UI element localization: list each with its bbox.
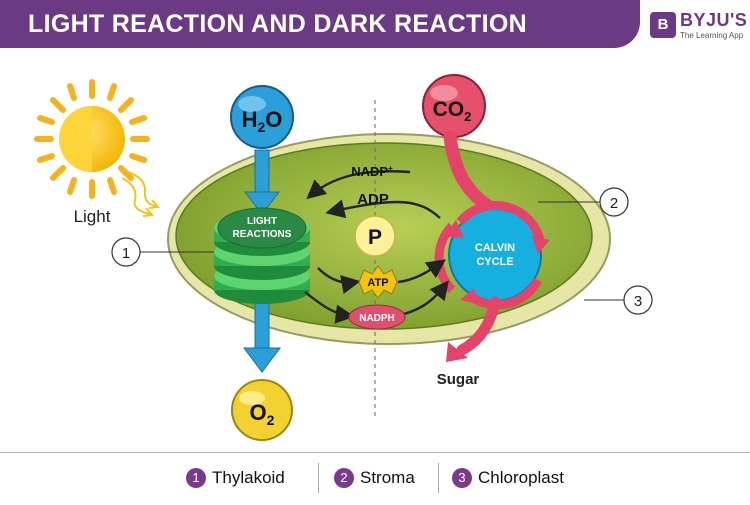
water-molecule [230,85,294,149]
light-rays-icon [121,171,160,217]
oxygen-arrow [254,299,270,351]
legend-label: Chloroplast [478,468,564,487]
oxygen-label: O2 [250,400,275,428]
calvin-cycle [434,130,550,362]
cycle-arrow-left-head [444,220,464,238]
nadp-label: NADP+ [351,164,393,179]
cycle-arrow-top [456,200,545,242]
water-highlight [238,96,266,112]
cycle-arrow-bottom [467,277,542,310]
sugar-label: Sugar [437,371,480,388]
legend-label: Stroma [360,468,415,487]
light-label: Light [74,207,111,226]
legend-num: 3 [452,468,472,488]
light-reactions-label-2: REACTIONS [233,229,292,240]
brand-logo: B BYJU'S The Learning App [650,10,748,46]
recycle-arrows [304,170,449,324]
page-title: LIGHT REACTION AND DARK REACTION [28,10,527,38]
nadph-in-arrow [403,280,449,316]
light-reactions-label-1: LIGHT [247,216,277,227]
nadph-out-arrow [304,291,355,324]
nadph-label: NADPH [359,313,395,324]
brand-mark-icon: B [650,12,676,38]
callout-2-circle [599,187,629,217]
adp-label: ADP [357,191,389,208]
water-arrow [254,149,270,195]
legend-num: 1 [186,468,206,488]
legend-item-chloroplast: 3 Chloroplast [452,465,564,491]
brand-tagline: The Learning App [680,31,744,40]
legend-item-thylakoid: 1 Thylakoid [186,465,285,491]
callout-1-num: 1 [122,245,130,262]
sun-icon [34,79,150,199]
phosphate-circle [354,215,396,257]
callout-3-num: 3 [634,293,642,310]
callout-2-num: 2 [610,195,618,212]
legend-item-stroma: 2 Stroma [334,465,415,491]
co2-label: CO2 [433,98,472,124]
brand-name: BYJU'S [680,10,748,30]
sugar-outflow-arrow-head [446,342,468,362]
nadph-badge [348,304,406,330]
atp-in-arrow [397,259,446,284]
callout-1-circle [111,237,141,267]
legend-divider [318,463,319,493]
cycle-arrow-top-head [532,236,550,254]
legend: 1 Thylakoid 2 Stroma 3 Chloroplast [0,452,750,505]
oxygen-arrow-head [243,347,281,373]
phosphate-label: P [368,226,382,249]
atp-out-arrow [317,267,361,295]
legend-divider [438,463,439,493]
cycle-arrow-bottom-head [460,288,478,304]
photosynthesis-diagram: Light LIGHT REACTIONS H2O O2 CO2 [34,74,653,441]
co2-highlight [430,85,458,101]
water-label: H2O [242,107,283,135]
sugar-outflow-arrow [456,296,501,356]
title-banner: LIGHT REACTION AND DARK REACTION [0,0,640,48]
calvin-label-2: CYCLE [476,256,513,268]
water-arrow-head [243,191,281,215]
thylakoid-stack [214,207,310,304]
oxygen-highlight [239,391,265,405]
legend-label: Thylakoid [212,468,285,487]
nadp-return-arrow [306,170,411,200]
adp-return-arrow [325,199,441,219]
legend-num: 2 [334,468,354,488]
calvin-label-1: CALVIN [475,242,515,254]
atp-label: ATP [367,277,388,289]
callout-3-circle [623,285,653,315]
atp-badge [358,265,398,299]
